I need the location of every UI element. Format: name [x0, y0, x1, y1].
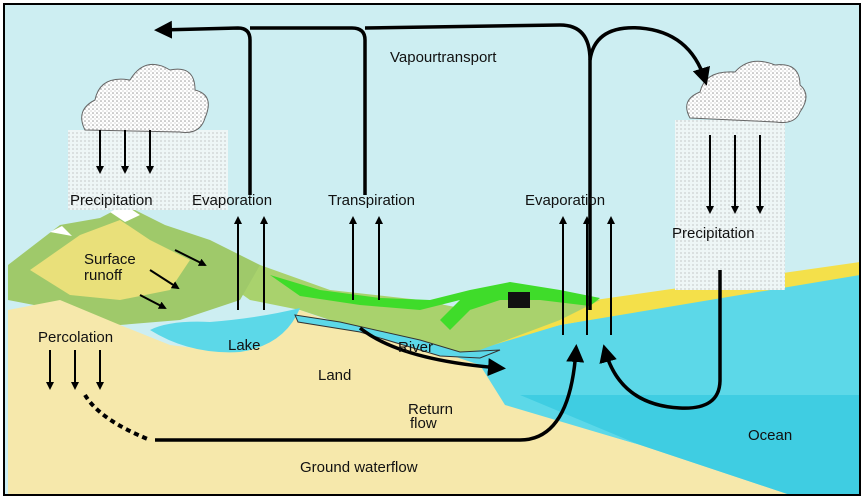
- precipitation-arrows: [46, 130, 764, 390]
- label-surface-runoff-2: runoff: [84, 267, 123, 284]
- label-surface-runoff-1: Surface: [84, 251, 136, 268]
- river-flow-arrow: [358, 326, 506, 377]
- runoff-arrows: [139, 249, 207, 309]
- vegetation: [270, 275, 600, 330]
- ground-water-flow-arrow: [155, 344, 585, 442]
- label-river: River: [398, 339, 433, 356]
- label-land: Land: [318, 367, 351, 384]
- cloud-right: [675, 60, 807, 290]
- label-transpiration: Transpiration: [328, 192, 415, 209]
- river: [294, 314, 501, 359]
- label-lake: Lake: [228, 337, 261, 354]
- ocean-return-arrow: [599, 270, 722, 410]
- land: [8, 300, 790, 495]
- frame-border: [3, 3, 861, 496]
- label-ocean: Ocean: [748, 427, 792, 444]
- label-precipitation-left: Precipitation: [70, 192, 153, 209]
- building-icon: [508, 292, 530, 308]
- mountain-slope: [30, 220, 190, 300]
- lake: [150, 308, 300, 353]
- label-vapour-transport: Vapourtransport: [390, 49, 497, 66]
- label-ground-water-flow: Ground waterflow: [300, 459, 418, 476]
- cloud-left: [68, 63, 228, 210]
- label-return-flow-2: flow: [410, 415, 437, 432]
- vapour-transport-arrows: [154, 20, 711, 310]
- evaporation-arrows: [234, 216, 615, 335]
- label-return-flow-1: Return: [408, 401, 453, 418]
- label-percolation: Percolation: [38, 329, 113, 346]
- label-evaporation-ocean: Evaporation: [525, 192, 605, 209]
- ocean-deep: [520, 395, 860, 495]
- label-precipitation-right: Precipitation: [672, 225, 755, 242]
- label-evaporation-lake: Evaporation: [192, 192, 272, 209]
- snow-caps: [50, 205, 140, 236]
